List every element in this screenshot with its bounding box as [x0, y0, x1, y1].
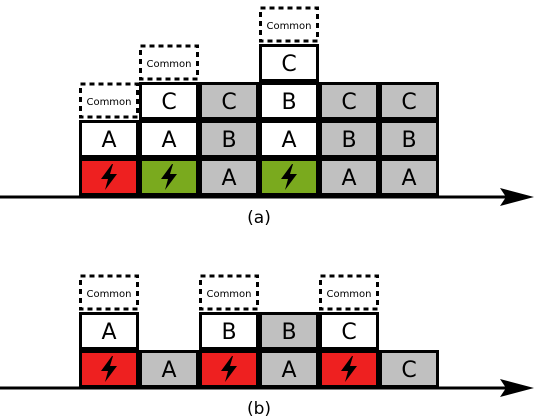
- common-slot: [259, 6, 319, 43]
- block-label: A: [401, 166, 416, 191]
- block-label: B: [341, 128, 356, 153]
- caption-a: (a): [247, 208, 271, 228]
- task-block-c: [139, 82, 199, 120]
- common-slot: [319, 274, 379, 311]
- lightning-bolt-icon: [281, 164, 297, 190]
- axis-arrowhead: [500, 379, 534, 397]
- block-label: B: [221, 128, 236, 153]
- common-label: Common: [206, 289, 251, 300]
- task-block-c: [379, 82, 439, 120]
- common-label: Common: [326, 289, 371, 300]
- task-block-c: [319, 312, 379, 350]
- block-label: C: [341, 320, 356, 345]
- task-block-a: [199, 158, 259, 196]
- block-label: C: [281, 52, 296, 77]
- task-block-c: [199, 82, 259, 120]
- block-label: A: [341, 166, 356, 191]
- task-block-a: [259, 120, 319, 158]
- lightning-bolt-icon: [101, 356, 117, 382]
- task-block-c: [319, 82, 379, 120]
- block-label: C: [161, 90, 176, 115]
- common-label: Common: [266, 21, 311, 32]
- common-label: Common: [86, 97, 131, 108]
- task-block-a: [79, 312, 139, 350]
- task-block-b: [259, 82, 319, 120]
- common-slot: [199, 274, 259, 311]
- task-block-b: [259, 312, 319, 350]
- block-label: B: [401, 128, 416, 153]
- task-block-b: [379, 120, 439, 158]
- block-label: A: [101, 320, 116, 345]
- block-label: A: [281, 358, 296, 383]
- block-label: B: [281, 320, 296, 345]
- lightning-bolt-icon: [101, 164, 117, 190]
- lightning-bolt-icon: [161, 164, 177, 190]
- energy-block: [79, 158, 139, 196]
- block-label: A: [161, 358, 176, 383]
- common-slot: [79, 82, 139, 119]
- common-label: Common: [86, 289, 131, 300]
- lightning-bolt-icon: [341, 356, 357, 382]
- block-label: B: [281, 90, 296, 115]
- task-block-a: [259, 350, 319, 388]
- axis-arrowhead: [500, 188, 534, 206]
- block-label: A: [161, 128, 176, 153]
- task-block-a: [319, 158, 379, 196]
- block-label: B: [221, 320, 236, 345]
- block-label: A: [281, 128, 296, 153]
- block-label: C: [341, 90, 356, 115]
- common-slot: [139, 44, 199, 81]
- energy-block: [79, 350, 139, 388]
- task-block-a: [79, 120, 139, 158]
- block-label: A: [221, 166, 236, 191]
- block-label: C: [401, 90, 416, 115]
- block-label: C: [401, 358, 416, 383]
- task-block-b: [199, 120, 259, 158]
- block-label: C: [221, 90, 236, 115]
- task-block-a: [139, 120, 199, 158]
- task-block-c: [379, 350, 439, 388]
- energy-block: [319, 350, 379, 388]
- common-slot: [79, 274, 139, 311]
- common-label: Common: [146, 59, 191, 70]
- task-block-a: [139, 350, 199, 388]
- block-label: A: [101, 128, 116, 153]
- energy-block: [259, 158, 319, 196]
- task-block-a: [379, 158, 439, 196]
- caption-b: (b): [247, 399, 271, 418]
- task-block-c: [259, 44, 319, 82]
- task-block-b: [319, 120, 379, 158]
- lightning-bolt-icon: [221, 356, 237, 382]
- task-block-b: [199, 312, 259, 350]
